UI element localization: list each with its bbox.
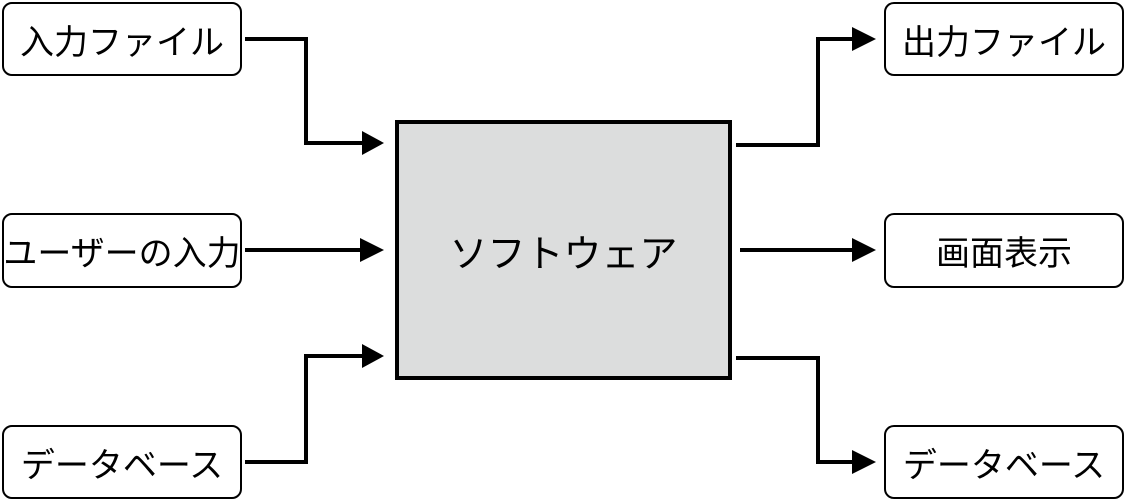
arrowhead-input-file — [362, 131, 384, 155]
input-database-label: データベース — [20, 445, 224, 486]
output-database-box: データベース — [884, 425, 1124, 499]
arrowhead-database-in — [362, 344, 384, 368]
screen-display-box: 画面表示 — [884, 213, 1124, 288]
arrowhead-database-out — [852, 450, 876, 474]
output-file-label: 出力ファイル — [902, 22, 1106, 63]
input-file-label: 入力ファイル — [20, 22, 224, 63]
input-database-box: データベース — [2, 425, 242, 499]
output-database-label: データベース — [902, 445, 1106, 486]
screen-display-label: 画面表示 — [936, 234, 1072, 274]
software-box: ソフトウェア — [395, 120, 732, 380]
output-file-box: 出力ファイル — [884, 2, 1124, 76]
arrow-input-file-to-software — [245, 37, 364, 145]
software-label: ソフトウェア — [449, 231, 678, 276]
user-input-box: ユーザーの入力 — [2, 213, 242, 288]
arrow-software-to-database — [736, 356, 855, 464]
input-file-box: 入力ファイル — [2, 2, 242, 76]
arrowhead-user-input — [360, 238, 384, 262]
arrowhead-screen-display — [852, 238, 876, 262]
arrowhead-output-file — [852, 27, 876, 51]
user-input-label: ユーザーの入力 — [3, 234, 241, 274]
arrow-database-to-software — [245, 354, 364, 464]
arrow-software-to-output-file — [736, 37, 855, 147]
